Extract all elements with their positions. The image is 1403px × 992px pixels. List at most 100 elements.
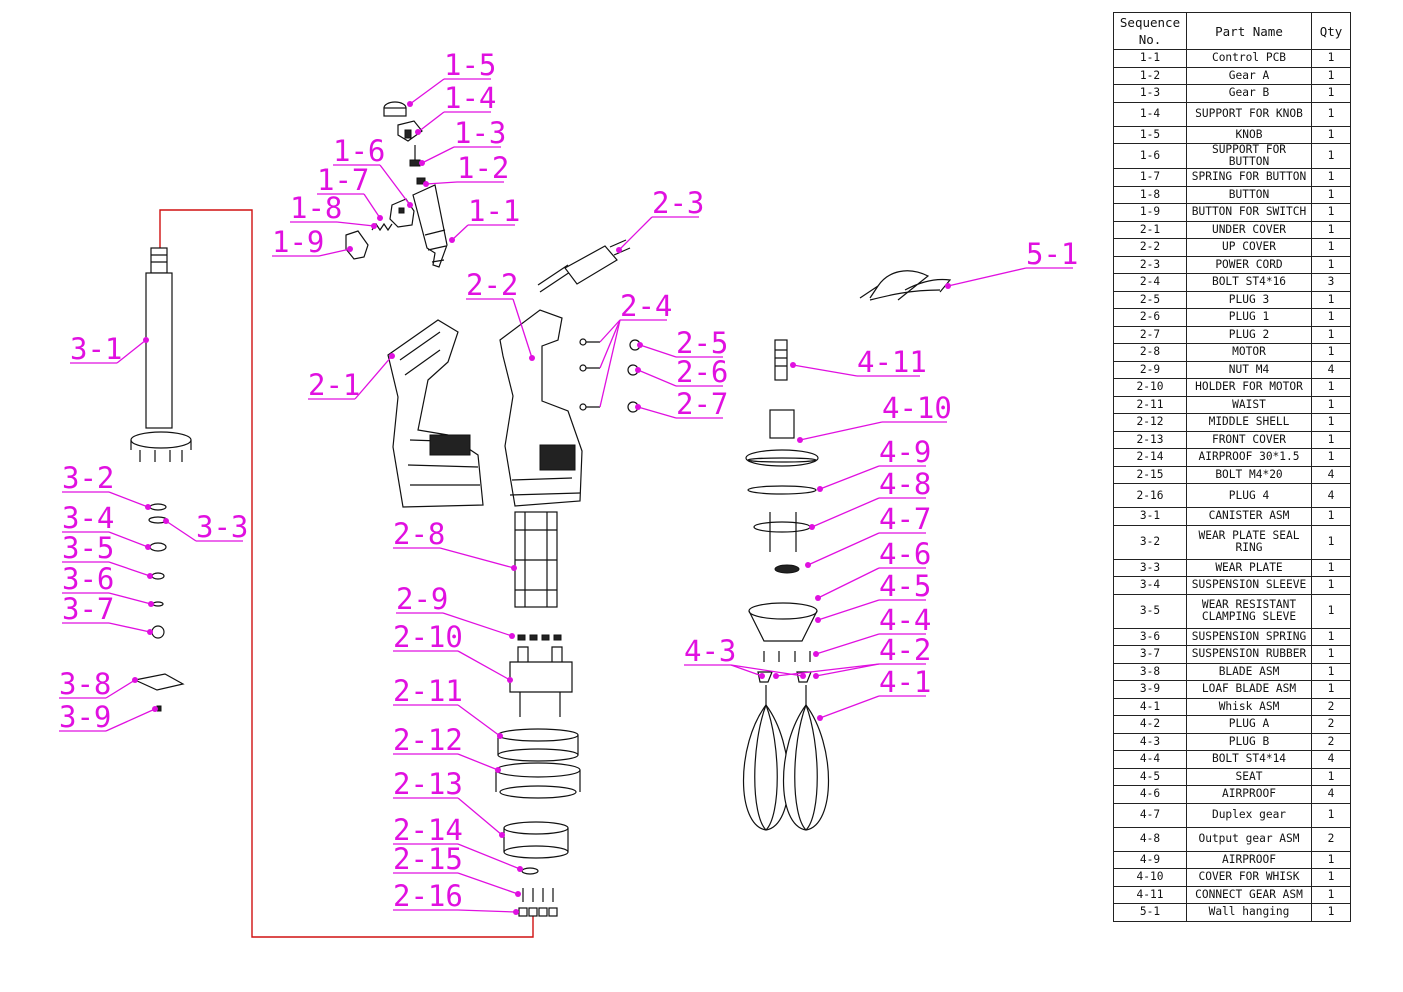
cell-part-name: MIDDLE SHELL	[1186, 413, 1312, 432]
cell-sequence-no: 1-3	[1113, 84, 1187, 103]
cell-part-name: PLUG 3	[1186, 290, 1312, 309]
cell-part-name: Output gear ASM	[1186, 826, 1312, 852]
cell-part-name: WEAR PLATE SEAL RING	[1186, 524, 1312, 560]
cell-part-name: WEAR RESISTANT CLAMPING SLEVE	[1186, 593, 1312, 629]
callout-1-8: 1-8	[290, 191, 342, 225]
cell-qty: 1	[1311, 802, 1351, 828]
cell-part-name: BUTTON	[1186, 185, 1312, 204]
cell-qty: 1	[1311, 593, 1351, 629]
cell-part-name: Control PCB	[1186, 49, 1312, 68]
cell-sequence-no: 1-2	[1113, 66, 1187, 85]
cell-part-name: Whisk ASM	[1186, 697, 1312, 716]
cell-qty: 1	[1311, 413, 1351, 432]
cell-sequence-no: 2-6	[1113, 308, 1187, 327]
cell-part-name: SUSPENSION SLEEVE	[1186, 576, 1312, 595]
cell-part-name: PLUG 1	[1186, 308, 1312, 327]
callout-1-4: 1-4	[444, 81, 496, 115]
cell-part-name: PLUG 4	[1186, 483, 1312, 508]
callout-2-4: 2-4	[620, 289, 672, 323]
cell-qty: 1	[1311, 168, 1351, 187]
cell-qty: 2	[1311, 697, 1351, 716]
cell-qty: 1	[1311, 645, 1351, 664]
cell-part-name: KNOB	[1186, 125, 1312, 144]
callout-5-1: 5-1	[1026, 237, 1078, 271]
cell-part-name: UNDER COVER	[1186, 220, 1312, 239]
cell-sequence-no: 1-6	[1113, 143, 1187, 169]
cell-sequence-no: 2-1	[1113, 220, 1187, 239]
cell-sequence-no: 4-5	[1113, 767, 1187, 786]
cell-qty: 1	[1311, 203, 1351, 222]
cell-qty: 1	[1311, 238, 1351, 257]
cell-qty: 1	[1311, 662, 1351, 681]
cell-part-name: BLADE ASM	[1186, 662, 1312, 681]
callout-4-7: 4-7	[879, 502, 931, 536]
exploded-parts-diagram: 1-5 1-4 1-3 1-2 1-6 1-7 1-8 1-9 1-1 2-3 …	[59, 48, 1078, 938]
cell-qty: 1	[1311, 220, 1351, 239]
cell-sequence-no: 3-1	[1113, 507, 1187, 526]
cell-part-name: WAIST	[1186, 395, 1312, 414]
cell-qty: 1	[1311, 767, 1351, 786]
cell-sequence-no: 3-7	[1113, 645, 1187, 664]
callout-1-2: 1-2	[457, 151, 509, 185]
cell-part-name: PLUG B	[1186, 732, 1312, 751]
cell-sequence-no: 3-3	[1113, 558, 1187, 577]
cell-qty: 1	[1311, 885, 1351, 904]
cell-part-name: PLUG A	[1186, 715, 1312, 734]
callout-2-5: 2-5	[676, 326, 728, 360]
cell-part-name: SEAT	[1186, 767, 1312, 786]
cell-part-name: Gear B	[1186, 84, 1312, 103]
cell-qty: 1	[1311, 84, 1351, 103]
cell-part-name: LOAF BLADE ASM	[1186, 680, 1312, 699]
cell-part-name: UP COVER	[1186, 238, 1312, 257]
cell-qty: 1	[1311, 627, 1351, 646]
cell-qty: 1	[1311, 680, 1351, 699]
cell-qty: 4	[1311, 360, 1351, 379]
cell-part-name: Gear A	[1186, 66, 1312, 85]
cell-sequence-no: 2-8	[1113, 343, 1187, 362]
cell-part-name: CANISTER ASM	[1186, 507, 1312, 526]
cell-sequence-no: 1-7	[1113, 168, 1187, 187]
canister-drawing	[130, 247, 192, 712]
callout-2-13: 2-13	[393, 767, 463, 801]
header-sequence-no: Sequence No.	[1113, 12, 1187, 50]
callout-3-6: 3-6	[62, 562, 114, 596]
cell-sequence-no: 2-3	[1113, 255, 1187, 274]
callout-3-5: 3-5	[62, 531, 114, 565]
callout-3-3: 3-3	[196, 510, 248, 544]
cell-part-name: BOLT ST4*16	[1186, 273, 1312, 292]
cell-sequence-no: 2-9	[1113, 360, 1187, 379]
cell-sequence-no: 2-5	[1113, 290, 1187, 309]
cell-qty: 1	[1311, 101, 1351, 127]
cell-qty: 1	[1311, 576, 1351, 595]
header-part-name: Part Name	[1186, 12, 1312, 50]
cell-qty: 3	[1311, 273, 1351, 292]
cell-sequence-no: 2-15	[1113, 465, 1187, 484]
cell-sequence-no: 2-4	[1113, 273, 1187, 292]
cell-sequence-no: 2-12	[1113, 413, 1187, 432]
cell-sequence-no: 1-4	[1113, 101, 1187, 127]
cell-part-name: WEAR PLATE	[1186, 558, 1312, 577]
callout-2-9: 2-9	[396, 582, 448, 616]
callout-1-6: 1-6	[333, 134, 385, 168]
cell-qty: 1	[1311, 325, 1351, 344]
callout-4-8: 4-8	[879, 467, 931, 501]
cell-sequence-no: 4-8	[1113, 826, 1187, 852]
cell-part-name: MOTOR	[1186, 343, 1312, 362]
